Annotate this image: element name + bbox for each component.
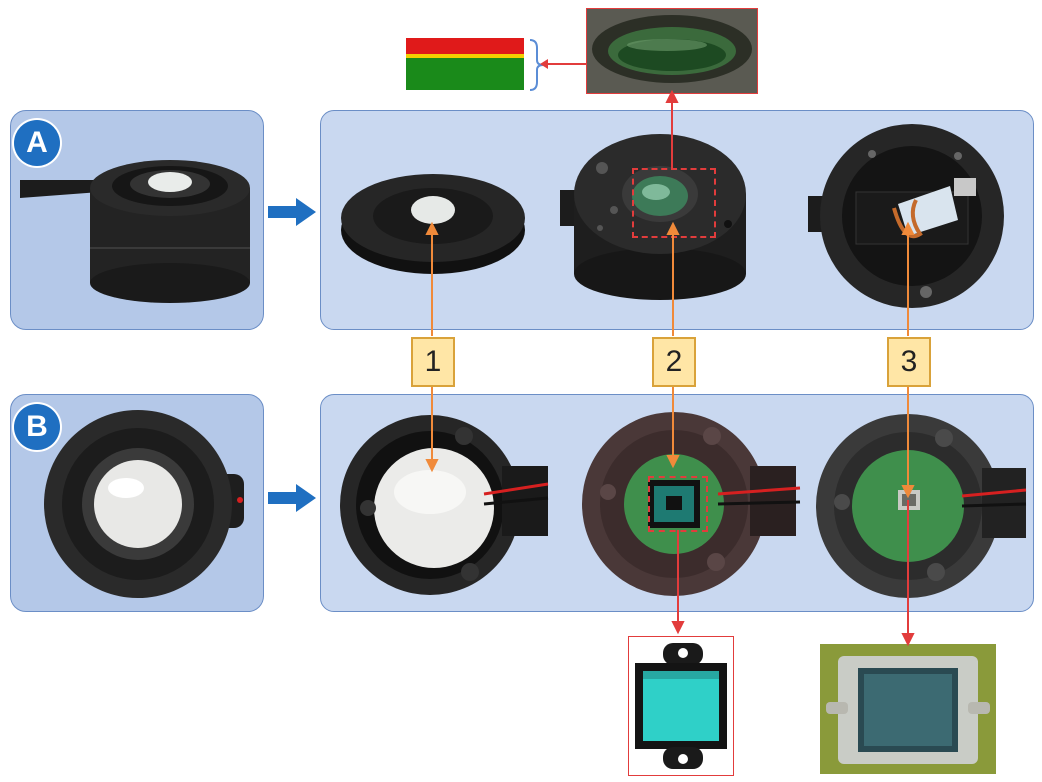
sensor-a-filter-housing-photo: [560, 134, 746, 300]
component-1-label: 1: [411, 337, 455, 387]
sensor-a-detector-photo: [808, 124, 1004, 308]
component-3-label: 3: [887, 337, 931, 387]
filter-part-inset: [628, 636, 734, 776]
sensor-b-photo: [44, 410, 244, 598]
sensor-a-photo: [20, 160, 250, 303]
photodiode-inset: [820, 644, 996, 774]
sensor-a-badge: A: [14, 120, 60, 166]
sensor-b-badge: B: [14, 404, 60, 450]
filter-layer-stack: [406, 38, 524, 90]
sensor-b-diffuser-photo: [340, 415, 549, 595]
filter-closeup-inset: [586, 8, 758, 94]
blue-arrow-right-icon: [268, 198, 316, 226]
red-arrow-left-icon: [540, 59, 590, 69]
blue-arrow-right-icon: [268, 484, 316, 512]
component-2-label: 2: [652, 337, 696, 387]
